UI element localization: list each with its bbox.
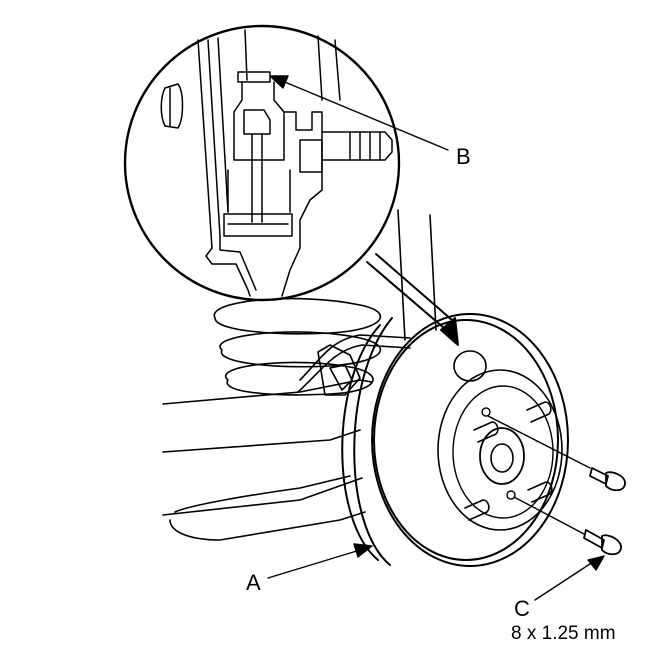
leader-c	[534, 555, 605, 601]
bolt-spec: 8 x 1.25 mm	[511, 623, 616, 644]
leader-c-upper	[487, 415, 591, 469]
brake-drum	[341, 313, 569, 567]
callout-c: C	[514, 596, 530, 621]
bolt-upper	[589, 467, 626, 492]
callout-b: B	[456, 144, 471, 169]
leader-b	[269, 75, 449, 151]
bolt-lower	[583, 529, 622, 556]
callout-a: A	[246, 570, 261, 595]
leader-c-lower	[513, 496, 585, 535]
detail-view	[123, 24, 401, 302]
leader-a	[267, 543, 373, 579]
detail-leader	[366, 253, 459, 346]
wheel-stud	[464, 401, 553, 521]
